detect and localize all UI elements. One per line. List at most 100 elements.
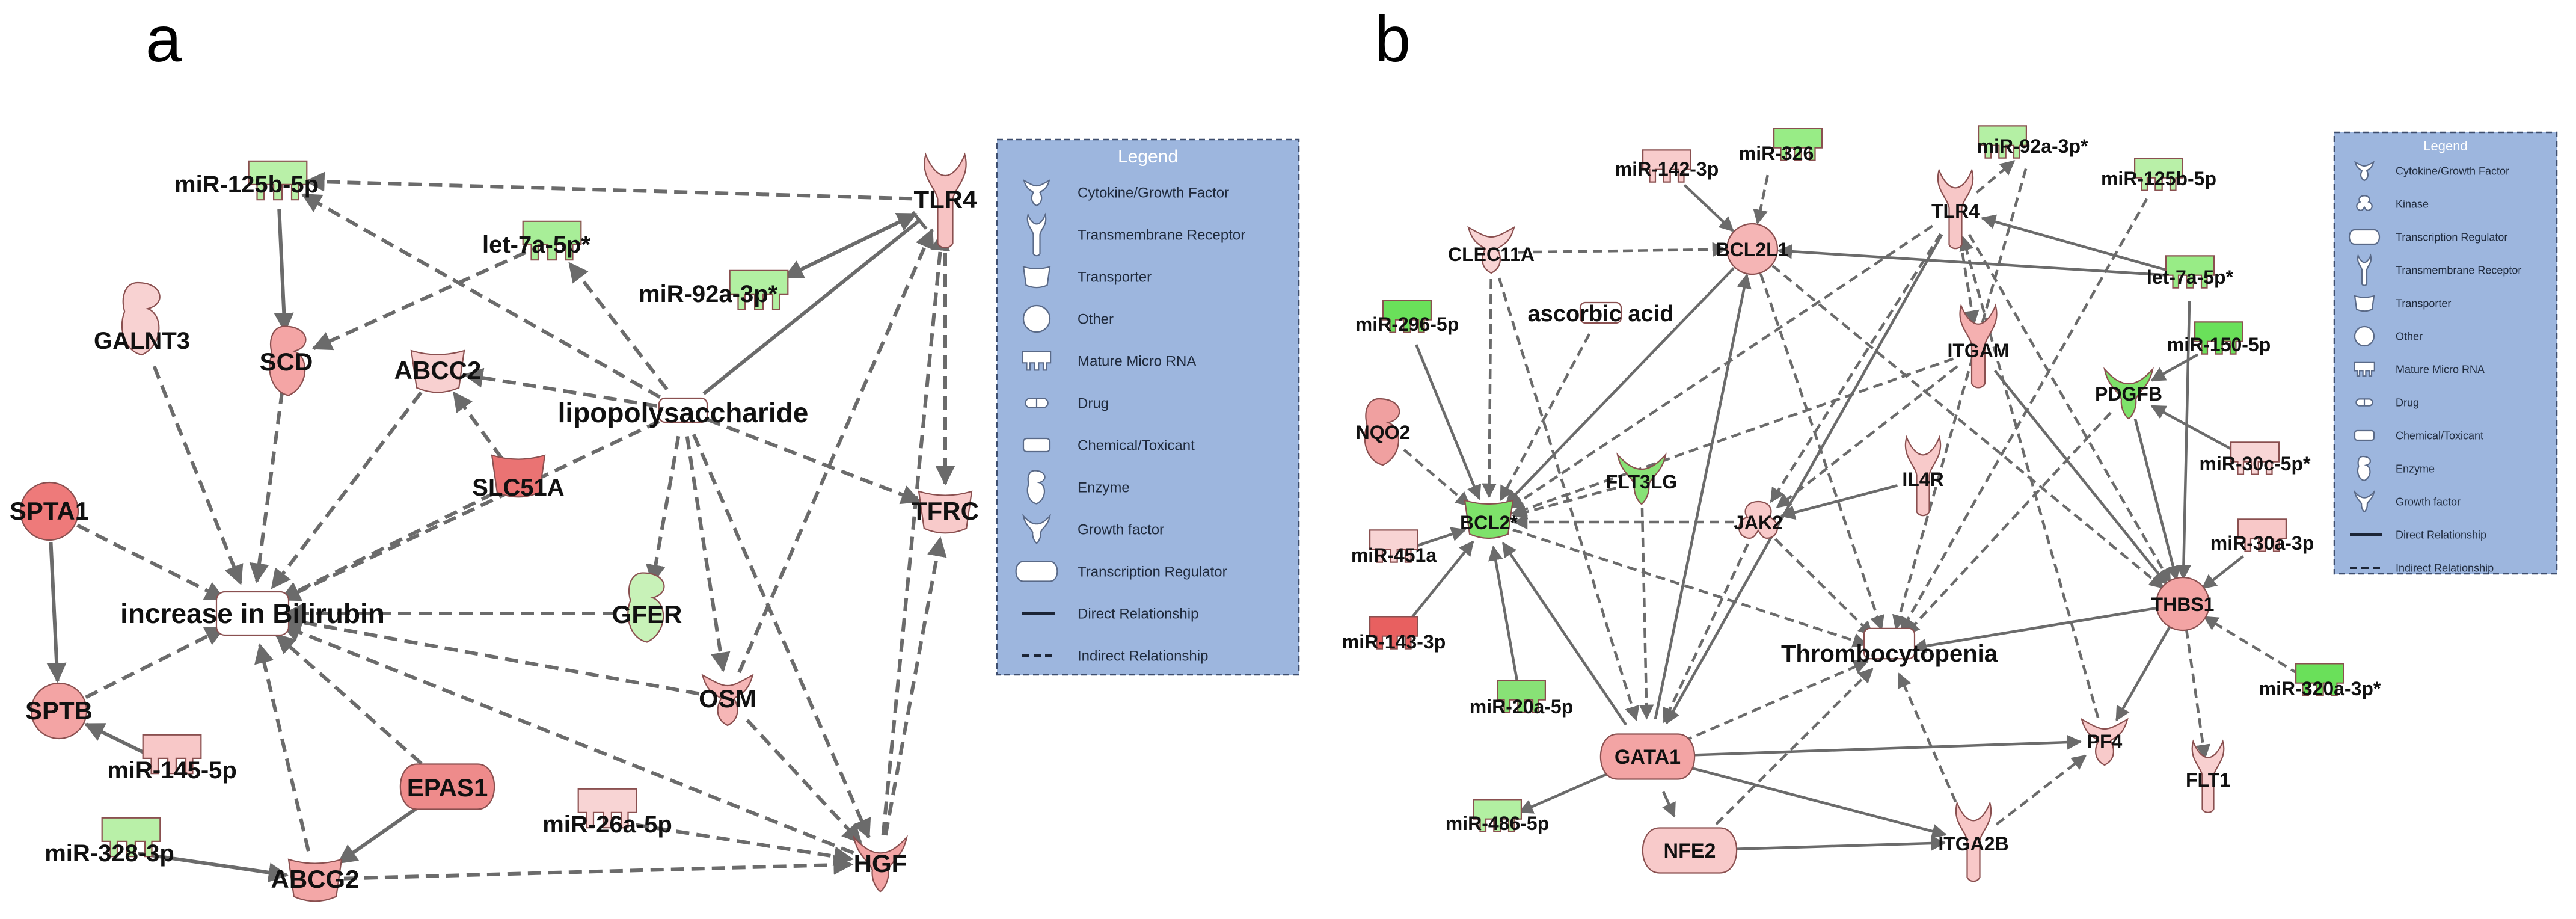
node-bili: increase in Bilirubin xyxy=(120,591,385,636)
legend-item-other: Other xyxy=(2354,325,2423,347)
node-label-bili: increase in Bilirubin xyxy=(120,598,385,629)
edge-mir20a-to-bcl2 xyxy=(1488,545,1519,682)
node-bcl2l1: BCL2L1 xyxy=(1716,223,1788,275)
edge-osm-to-bili xyxy=(282,612,700,696)
edge-abcg2-to-bili xyxy=(254,643,310,852)
edge-gata1-to-pf4 xyxy=(1685,734,2082,757)
other-icon xyxy=(1726,223,1779,275)
edge-mir125b-to-scd xyxy=(274,209,294,333)
other-icon xyxy=(2354,325,2375,347)
other-icon xyxy=(2155,576,2210,632)
legend-item-label: Chemical/Toxicant xyxy=(2396,429,2483,441)
growth-icon xyxy=(1022,514,1051,544)
edge-nfe2-to-throm xyxy=(1715,668,1874,825)
node-mir26a: miR-26a-5p xyxy=(542,788,672,838)
edge-lps-to-mir125b xyxy=(301,193,661,399)
node-tlr4: TLR4 xyxy=(1931,168,1980,250)
edge-mir143-to-bcl2 xyxy=(1408,540,1474,622)
node-label-mir145: miR-145-5p xyxy=(107,757,237,784)
legend-item-label: Other xyxy=(1078,312,1114,328)
node-label-mir143: miR-143-3p xyxy=(1342,631,1446,653)
tr-icon xyxy=(1015,561,1058,582)
node-sptb: SPTB xyxy=(25,682,93,740)
node-label-let7a: let-7a-5p* xyxy=(2147,266,2234,288)
node-epas1: EPAS1 xyxy=(399,763,495,810)
legend-item-growth: Growth factor xyxy=(2354,490,2461,513)
node-label-mir125b: miR-125b-5p xyxy=(2101,168,2216,189)
edge-nfe2-to-itga2b xyxy=(1726,835,1946,851)
node-label-clec11a: CLEC11A xyxy=(1448,244,1535,265)
edge-mir92a-to-throm xyxy=(1892,168,2028,630)
node-mir150: miR-150-5p xyxy=(2167,321,2271,355)
receptor-icon xyxy=(924,152,967,249)
enzyme-icon xyxy=(121,281,161,356)
legend-item-label: Transporter xyxy=(2396,297,2451,309)
legend-item-mirna: Mature Micro RNA xyxy=(1022,351,1196,371)
legend-item-label: Mature Micro RNA xyxy=(2396,363,2485,375)
node-label-osm: OSM xyxy=(699,684,756,713)
edge-clec11a-to-bcl2 xyxy=(1482,278,1497,499)
node-mir326: miR-326 xyxy=(1739,128,1823,164)
transporter-icon xyxy=(2354,295,2375,312)
node-jak2: JAK2 xyxy=(1734,500,1783,539)
edge-lps-to-hgf xyxy=(692,434,871,840)
tr-icon xyxy=(1599,733,1696,780)
edge-gata1-to-bcl2 xyxy=(1501,541,1627,726)
edge-thbs1-to-flt1 xyxy=(2185,629,2210,760)
edge-clec11a-to-bcl2l1 xyxy=(1517,242,1728,257)
edge-gata1-to-throm xyxy=(1682,660,1869,743)
legend-item-label: Transmembrane Receptor xyxy=(1078,227,1245,244)
panel-b-letter: b xyxy=(1375,2,1411,75)
cytokine-icon xyxy=(2354,161,2375,182)
mirna-icon xyxy=(1773,128,1823,161)
function-icon xyxy=(1863,627,1916,660)
node-label-mir486: miR-486-5p xyxy=(1446,813,1550,834)
edge-sptb-to-bili xyxy=(85,626,225,699)
node-itga2b: ITGA2B xyxy=(1938,801,2009,882)
node-bcl2: BCL2* xyxy=(1460,499,1518,539)
node-label-throm: Thrombocytopenia xyxy=(1781,641,1998,667)
node-mir30c: miR-30c-5p* xyxy=(2200,441,2311,475)
growth-icon xyxy=(1616,452,1667,505)
enzyme-icon xyxy=(269,325,307,396)
enzyme-icon xyxy=(1026,470,1046,505)
cytokine-icon xyxy=(2081,718,2129,766)
node-itgam: ITGAM xyxy=(1947,303,2010,389)
node-label-mir142: miR-142-3p xyxy=(1615,158,1719,180)
legend-item-label: Cytokine/Growth Factor xyxy=(2396,165,2509,177)
node-il4r: IL4R xyxy=(1902,435,1944,517)
mirna-icon xyxy=(2230,441,2280,475)
edge-mir320-to-thbs1 xyxy=(2203,615,2300,676)
node-label-mir328: miR-328-3p xyxy=(44,840,174,867)
edge-mir125b-to-throm xyxy=(1900,198,2148,633)
node-mir20a: miR-20a-5p xyxy=(1470,680,1573,718)
mirna-icon xyxy=(1369,529,1419,563)
node-thbs1: THBS1 xyxy=(2151,576,2214,632)
legend-item-direct: Direct Relationship xyxy=(1022,606,1198,622)
edge-thbs1-to-throm xyxy=(1912,606,2158,654)
legend-item-tr: Transcription Regulator xyxy=(2348,229,2507,245)
tr-icon xyxy=(1642,827,1738,874)
legend-item-label: Growth factor xyxy=(2396,496,2461,508)
node-label-nqo2: NQO2 xyxy=(1356,422,1411,443)
other-icon xyxy=(30,682,88,740)
receptor-icon xyxy=(1955,801,1992,882)
node-mir143: miR-143-3p xyxy=(1342,616,1446,653)
node-label-mir451: miR-451a xyxy=(1351,544,1437,566)
mirna-icon xyxy=(577,788,637,829)
mirna-icon xyxy=(1977,125,2028,159)
legend-item-kinase: Kinase xyxy=(2356,195,2429,211)
edge-mir30c-to-pdgfb xyxy=(2150,405,2234,452)
mirna-icon xyxy=(729,269,789,310)
edge-mir328-to-abcg2 xyxy=(138,851,289,883)
legend-item-label: Chemical/Toxicant xyxy=(1078,438,1195,454)
node-nfe2: NFE2 xyxy=(1642,827,1738,874)
edge-osm-to-hgf xyxy=(746,719,862,844)
node-ascorbic: ascorbic acid xyxy=(1528,301,1674,327)
transporter-icon xyxy=(1022,265,1051,289)
edge-tlr4-to-mir92a xyxy=(1975,160,2016,194)
node-label-abcg2: ABCG2 xyxy=(271,865,359,893)
node-label-tlr4: TLR4 xyxy=(914,185,978,214)
receptor-icon xyxy=(1026,212,1047,257)
